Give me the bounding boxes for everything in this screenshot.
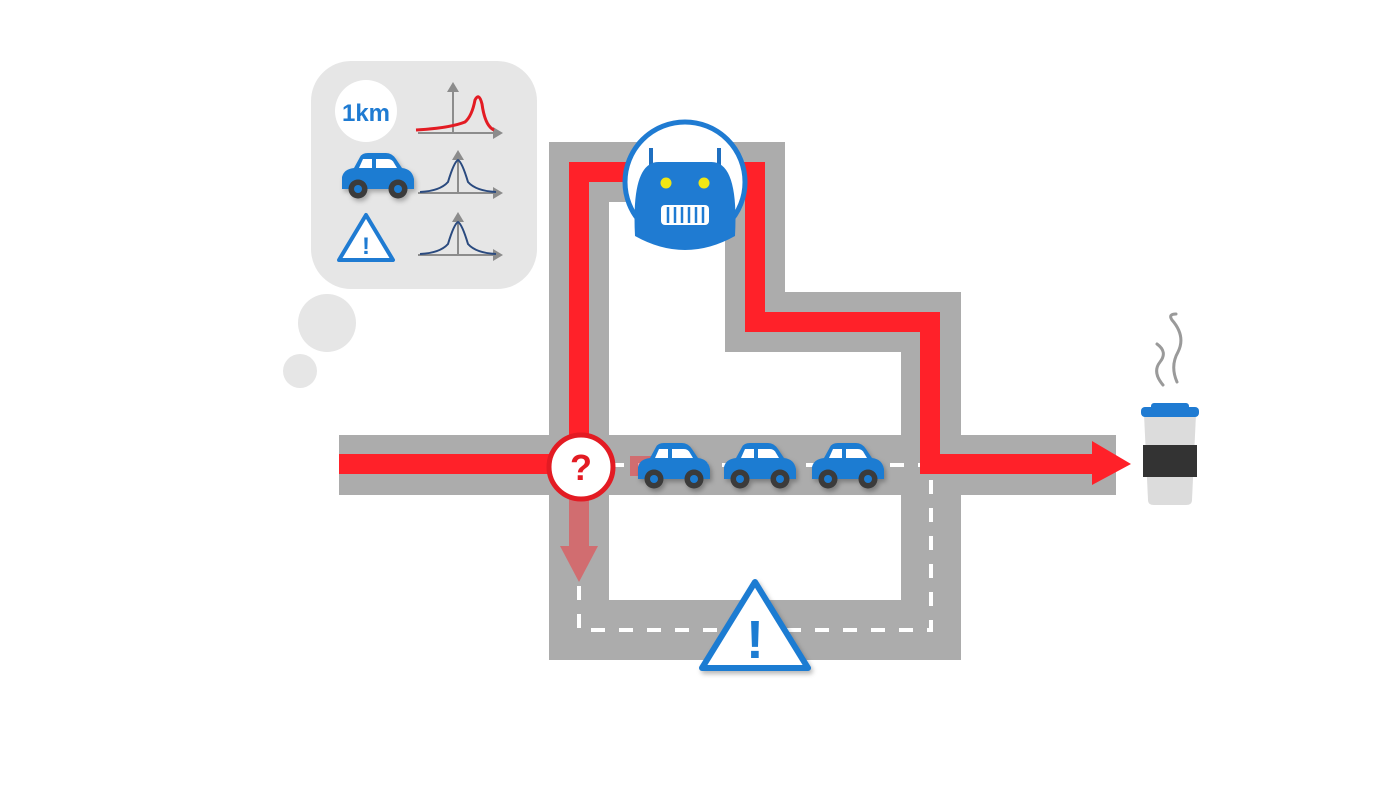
chart-arrow-right-icon	[493, 249, 503, 261]
chart-arrow-right-icon	[493, 187, 503, 199]
bell-curve	[419, 220, 497, 255]
bell-curve	[419, 158, 497, 193]
steam-icon	[1155, 342, 1165, 387]
robot-icon	[622, 119, 748, 250]
selected-route	[339, 162, 1131, 485]
decision-question-mark: ?	[570, 447, 592, 488]
selected-route-line	[339, 162, 1095, 474]
thought-bubble: 1km !	[283, 61, 537, 388]
chart-arrow-right-icon	[493, 127, 503, 139]
svg-text:!: !	[362, 233, 370, 260]
route-arrow-head-icon	[1092, 441, 1131, 485]
thought-dot-small	[283, 354, 317, 388]
coffee-cup-icon	[1141, 312, 1199, 505]
lane-dashes	[577, 463, 933, 632]
chart-arrow-up-icon	[452, 212, 464, 222]
distance-badge: 1km	[335, 80, 397, 142]
traffic-distribution-chart	[418, 150, 503, 199]
skewed-peak-curve	[415, 95, 495, 132]
distance-label: 1km	[342, 100, 390, 127]
steam-icon	[1169, 312, 1183, 384]
incident-distribution-chart	[418, 212, 503, 261]
distance-distribution-chart	[415, 82, 503, 139]
thought-dot-large	[298, 294, 356, 352]
warning-icon: !	[337, 213, 395, 262]
decision-marker: ?	[546, 432, 616, 502]
chart-arrow-up-icon	[447, 82, 459, 92]
warning-exclamation: !	[746, 610, 764, 670]
warning-sign: !	[699, 579, 811, 671]
chart-arrow-up-icon	[452, 150, 464, 160]
